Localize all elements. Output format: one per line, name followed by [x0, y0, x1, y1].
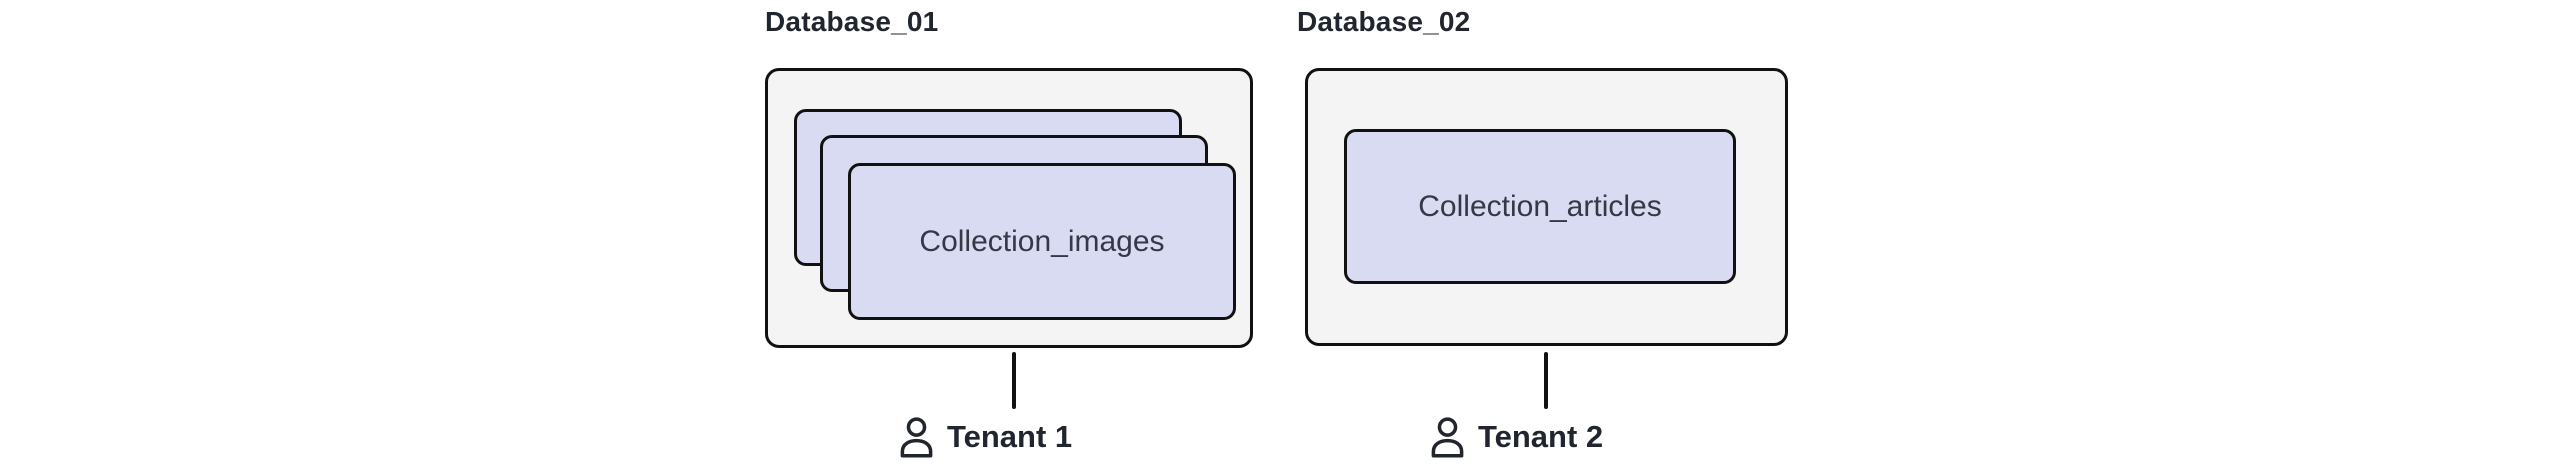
tenant-1-group: Tenant 1	[893, 412, 1072, 462]
collection-images-label: Collection_images	[919, 224, 1165, 258]
tenant-2-label: Tenant 2	[1478, 419, 1604, 454]
database-01-title: Database_01	[765, 6, 939, 37]
person-icon	[1431, 416, 1464, 457]
database-02-tenant-connector-line	[1544, 352, 1548, 409]
tenant-1-label: Tenant 1	[947, 419, 1073, 454]
database-02-box: Collection_articles	[1305, 68, 1788, 346]
collection-images-card-front: Collection_images	[848, 163, 1236, 320]
tenant-2-group: Tenant 2	[1424, 412, 1603, 462]
database-01-box: Collection_images	[765, 68, 1253, 348]
collection-articles-label: Collection_articles	[1418, 189, 1662, 223]
database-02-title: Database_02	[1297, 6, 1471, 37]
database-01-tenant-connector-line	[1012, 352, 1016, 409]
person-icon	[900, 416, 933, 457]
collection-articles-card: Collection_articles	[1344, 129, 1736, 284]
